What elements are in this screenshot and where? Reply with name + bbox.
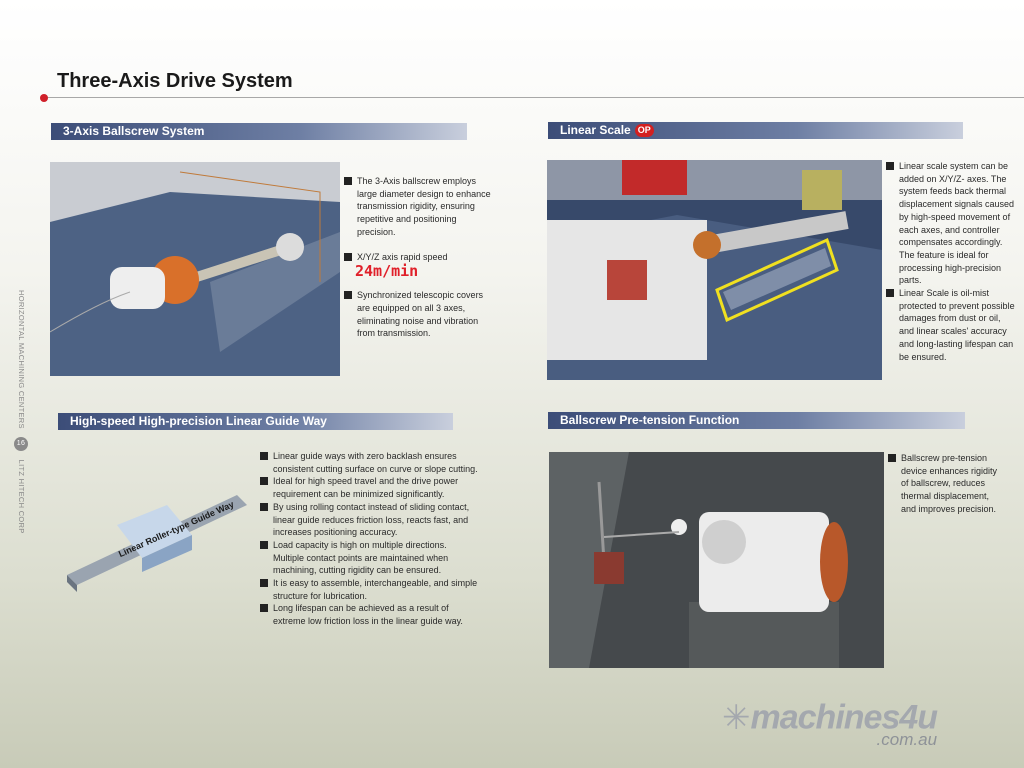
bullet: Load capacity is high on multiple direct…: [260, 539, 480, 577]
logo-domain: .com.au: [876, 730, 938, 749]
side-label: HORIZONTAL MACHINING CENTERS 16 LITZ HIT…: [14, 290, 28, 534]
bullet: X/Y/Z axis rapid speed: [344, 251, 494, 264]
pretension-text: Ballscrew pre-tension device enhances ri…: [888, 452, 998, 516]
rapid-speed-value: 24m/min: [355, 262, 419, 281]
linear-scale-text: Linear scale system can be added on X/Y/…: [886, 160, 1016, 363]
page-title: Three-Axis Drive System: [57, 70, 293, 92]
red-dot-marker: [40, 94, 48, 102]
header-label: Linear Scale: [560, 123, 631, 137]
bullet: Linear scale system can be added on X/Y/…: [886, 160, 1016, 287]
bullet: Ideal for high speed travel and the driv…: [260, 475, 480, 500]
side-left-text: HORIZONTAL MACHINING CENTERS: [17, 290, 26, 429]
snowflake-icon: ✳: [722, 699, 751, 737]
section-header-ballscrew: 3-Axis Ballscrew System: [51, 123, 467, 140]
ballscrew-photo: [50, 162, 340, 376]
bullet: By using rolling contact instead of slid…: [260, 501, 480, 539]
title-divider: [42, 97, 1024, 98]
guide-way-text: Linear guide ways with zero backlash ens…: [260, 450, 480, 628]
bullet: Linear guide ways with zero backlash ens…: [260, 450, 480, 475]
logo-name: machines4u: [750, 698, 939, 737]
machines4u-logo: ✳machines4u .com.au: [722, 698, 939, 750]
section-header-pretension: Ballscrew Pre-tension Function: [548, 412, 965, 429]
linear-scale-photo: [547, 160, 882, 380]
page-number: 16: [14, 437, 28, 452]
bullet: Synchronized telescopic covers are equip…: [344, 289, 494, 340]
bullet: It is easy to assemble, interchangeable,…: [260, 577, 480, 602]
bullet: Ballscrew pre-tension device enhances ri…: [888, 452, 998, 516]
optional-badge: OP: [634, 124, 654, 137]
guide-way-image: Linear Roller-type Guide Way: [62, 480, 252, 610]
bullet: The 3-Axis ballscrew employs large diame…: [344, 175, 494, 239]
side-right-text: LITZ HITECH CORP: [17, 459, 26, 534]
section-header-guide-way: High-speed High-precision Linear Guide W…: [58, 413, 453, 430]
pretension-photo: [549, 452, 884, 668]
ballscrew-text: The 3-Axis ballscrew employs large diame…: [344, 175, 494, 340]
bullet: Long lifespan can be achieved as a resul…: [260, 602, 480, 627]
bullet: Linear Scale is oil-mist protected to pr…: [886, 287, 1016, 363]
